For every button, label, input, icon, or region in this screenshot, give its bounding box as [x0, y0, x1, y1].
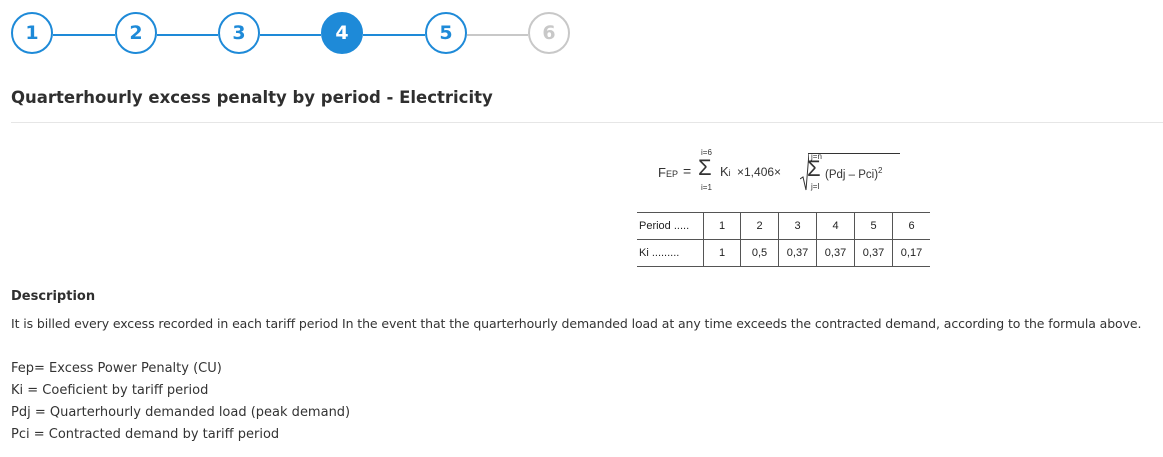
table-cell: 0,17	[892, 239, 930, 267]
stepper-connector	[157, 34, 218, 36]
table-cell: 2	[740, 212, 779, 240]
sum1-bottom: i=1	[701, 183, 712, 192]
period-label: Period .....	[637, 212, 704, 240]
step-1-button[interactable]: 1	[11, 12, 53, 54]
definition-item: Ki = Coeficient by tariff period	[11, 383, 209, 398]
definition-item: Fep= Excess Power Penalty (CU)	[11, 361, 222, 376]
divider	[11, 122, 1163, 123]
stepper-connector	[363, 34, 425, 36]
formula-term: (Pdj – Pci)2	[825, 166, 883, 181]
ki-table: Period ..... 1 2 3 4 5 6 Ki ......... 1 …	[637, 212, 930, 267]
step-5-button[interactable]: 5	[425, 12, 467, 54]
sigma-symbol: Σ	[698, 155, 712, 180]
step-3-button[interactable]: 3	[218, 12, 260, 54]
table-cell: 4	[816, 212, 855, 240]
table-row: Period ..... 1 2 3 4 5 6	[637, 212, 930, 240]
table-cell: 0,37	[778, 239, 817, 267]
square-root-bar	[808, 153, 900, 154]
stepper-connector	[260, 34, 321, 36]
table-cell: 5	[854, 212, 893, 240]
stepper-connector	[467, 34, 528, 36]
step-2-button[interactable]: 2	[115, 12, 157, 54]
sum2-top: j=n	[811, 152, 822, 161]
penalty-formula: FEP = i=6 Σ i=1 Ki ×1,406× j=n Σ j=I (Pd…	[650, 148, 910, 198]
table-cell: 0,37	[854, 239, 893, 267]
table-cell: 3	[778, 212, 817, 240]
step-6-button: 6	[528, 12, 570, 54]
definition-item: Pdj = Quarterhourly demanded load (peak …	[11, 405, 351, 420]
ki-label: Ki .........	[637, 239, 704, 267]
table-cell: 0,5	[740, 239, 779, 267]
definition-item: Pci = Contracted demand by tariff period	[11, 427, 280, 442]
formula-k: Ki	[720, 164, 731, 179]
description-text: It is billed every excess recorded in ea…	[11, 316, 1142, 331]
formula-factor: ×1,406×	[737, 165, 782, 179]
table-row: Ki ......... 1 0,5 0,37 0,37 0,37 0,17	[637, 239, 930, 267]
table-cell: 1	[703, 239, 741, 267]
progress-stepper: 1 2 3 4 5 6	[11, 12, 576, 58]
square-root-icon	[800, 153, 809, 191]
sum2-bottom: j=I	[811, 182, 820, 191]
description-heading: Description	[11, 289, 96, 304]
step-4-button[interactable]: 4	[321, 12, 363, 54]
table-cell: 0,37	[816, 239, 855, 267]
page-title: Quarterhourly excess penalty by period -…	[11, 88, 493, 107]
table-cell: 1	[703, 212, 741, 240]
sigma-symbol: Σ	[807, 156, 821, 181]
sum1-top: i=6	[701, 148, 712, 157]
stepper-connector	[53, 34, 115, 36]
table-cell: 6	[892, 212, 930, 240]
formula-equals: =	[683, 163, 692, 179]
formula-lhs: FEP	[658, 165, 678, 180]
